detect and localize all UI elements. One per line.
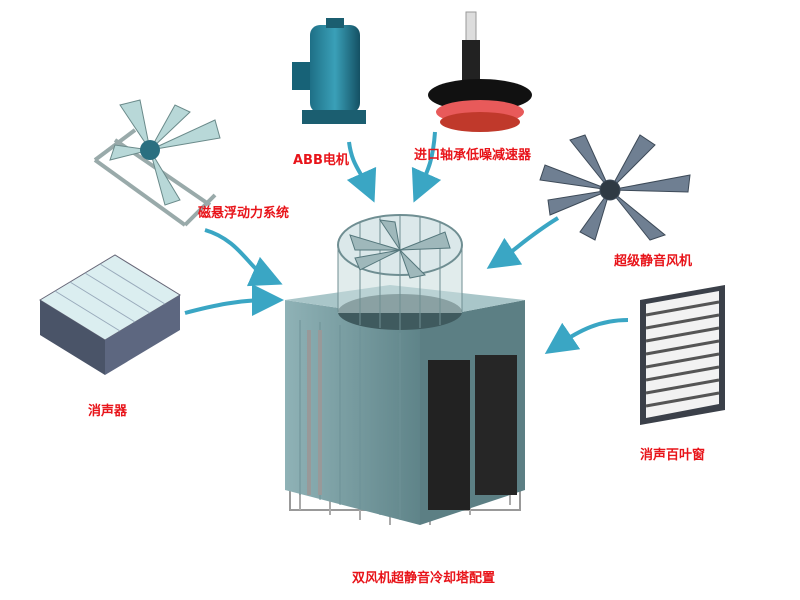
arrow-reducer <box>411 131 442 203</box>
label-maglev-system: 磁悬浮动力系统 <box>198 206 290 221</box>
label-louver: 消声百叶窗 <box>640 448 706 463</box>
arrow-silencer <box>184 284 284 317</box>
fan-illustration <box>539 134 691 241</box>
label-silencer: 消声器 <box>88 404 128 419</box>
arrow-fan <box>486 216 560 269</box>
arrow-motor <box>346 141 377 203</box>
arrows <box>184 131 629 355</box>
cooling-tower <box>285 214 525 525</box>
maglev-system-illustration <box>93 99 221 227</box>
reducer-illustration <box>428 11 532 132</box>
label-silent-fan: 超级静音风机 <box>614 254 693 269</box>
silencer-illustration <box>39 254 181 375</box>
label-reducer: 进口轴承低噪减速器 <box>414 148 532 163</box>
label-abb-motor: ABB电机 <box>293 153 349 168</box>
abb-motor-illustration <box>292 18 366 124</box>
louver-illustration <box>640 285 725 425</box>
diagram-title: 双风机超静音冷却塔配置 <box>352 571 496 586</box>
arrow-louver <box>544 318 629 355</box>
arrow-maglev <box>204 228 283 287</box>
